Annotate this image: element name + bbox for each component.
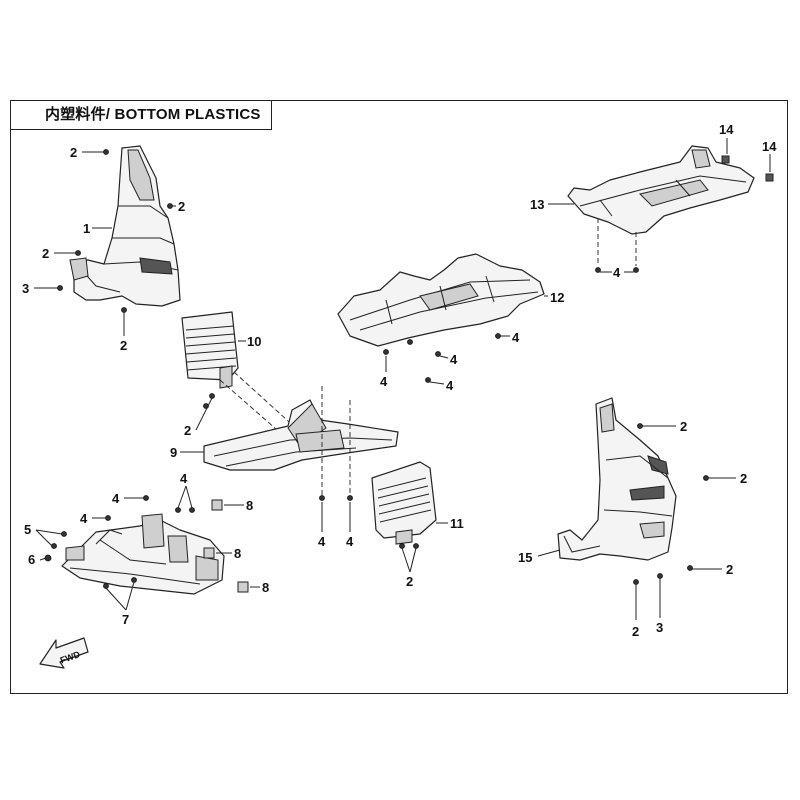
bolt-icon [143, 495, 149, 501]
bolt-icon [383, 349, 389, 355]
callout-4: 4 [380, 374, 388, 389]
bolt-icon [637, 423, 643, 429]
bolt-icon [425, 377, 431, 383]
callout-4: 4 [112, 491, 120, 506]
bolt-icon [633, 579, 639, 585]
callout-2: 2 [184, 423, 191, 438]
callout-8: 8 [246, 498, 253, 513]
callout-13: 13 [530, 197, 544, 212]
callout-9: 9 [170, 445, 177, 460]
callout-2: 2 [406, 574, 413, 589]
part-12-skid-plate [337, 253, 545, 347]
part-7-bracket-assembly [61, 513, 225, 595]
callout-2: 2 [178, 199, 185, 214]
callout-4: 4 [512, 330, 520, 345]
callout-2: 2 [70, 145, 77, 160]
bolt-icon [399, 543, 405, 549]
callout-2: 2 [632, 624, 639, 639]
diagram-title: 内塑料件/ BOTTOM PLASTICS [10, 100, 272, 130]
bolt-icon [347, 495, 353, 501]
callout-2: 2 [740, 471, 747, 486]
callout-3: 3 [656, 620, 663, 635]
callout-15: 15 [518, 550, 532, 565]
bolt-icon [105, 515, 111, 521]
bolt-icon [687, 565, 693, 571]
callout-7: 7 [122, 612, 129, 627]
callout-5: 5 [24, 522, 31, 537]
bolt-icon [57, 285, 63, 291]
fwd-arrow-icon [39, 637, 89, 669]
callout-11: 11 [450, 516, 464, 531]
callout-12: 12 [550, 290, 564, 305]
callout-2: 2 [680, 419, 687, 434]
callout-4: 4 [613, 265, 621, 280]
callout-4: 4 [346, 534, 354, 549]
callout-14: 14 [762, 139, 777, 154]
part-10-louver-panel [181, 311, 239, 389]
bolt-icon [319, 495, 325, 501]
callout-2: 2 [726, 562, 733, 577]
bolt-icon [495, 333, 501, 339]
bolt-icon [435, 351, 441, 357]
bolt-icon [175, 507, 181, 513]
bolt-icon [121, 307, 127, 313]
part-11-louver-panel [371, 461, 437, 545]
clip-icon [203, 547, 215, 559]
bolt-icon [131, 577, 137, 583]
callout-6: 6 [28, 552, 35, 567]
bolt-icon [167, 203, 173, 209]
part-15-right-guard [557, 397, 677, 561]
bolt-icon [51, 543, 57, 549]
bolt-icon [189, 507, 195, 513]
bolt-icon [209, 393, 215, 399]
diagram-frame [10, 100, 788, 694]
callout-14: 14 [719, 122, 734, 137]
callout-2: 2 [120, 338, 127, 353]
callout-8: 8 [262, 580, 269, 595]
callout-4: 4 [446, 378, 454, 393]
callout-4: 4 [450, 352, 458, 367]
callout-4: 4 [80, 511, 88, 526]
callout-10: 10 [247, 334, 261, 349]
callout-3: 3 [22, 281, 29, 296]
callout-4: 4 [180, 471, 188, 486]
callout-8: 8 [234, 546, 241, 561]
nut-icon [721, 155, 730, 164]
part-1-left-guard [69, 145, 181, 307]
bolt-icon [703, 475, 709, 481]
callout-1: 1 [83, 221, 90, 236]
bolt-icon [103, 583, 109, 589]
bolt-icon [75, 250, 81, 256]
clip-icon [237, 581, 249, 593]
bolt-icon [103, 149, 109, 155]
bolt-icon [595, 267, 601, 273]
bolt-icon [413, 543, 419, 549]
bolt-icon [407, 339, 413, 345]
bolt-icon [61, 531, 67, 537]
nut-icon [765, 173, 774, 182]
callout-2: 2 [42, 246, 49, 261]
bolt-icon [633, 267, 639, 273]
part-9-center-panel [203, 399, 399, 471]
callout-4: 4 [318, 534, 326, 549]
clip-icon [211, 499, 223, 511]
part-13-rear-skid-plate [567, 145, 755, 235]
bolt-icon [657, 573, 663, 579]
